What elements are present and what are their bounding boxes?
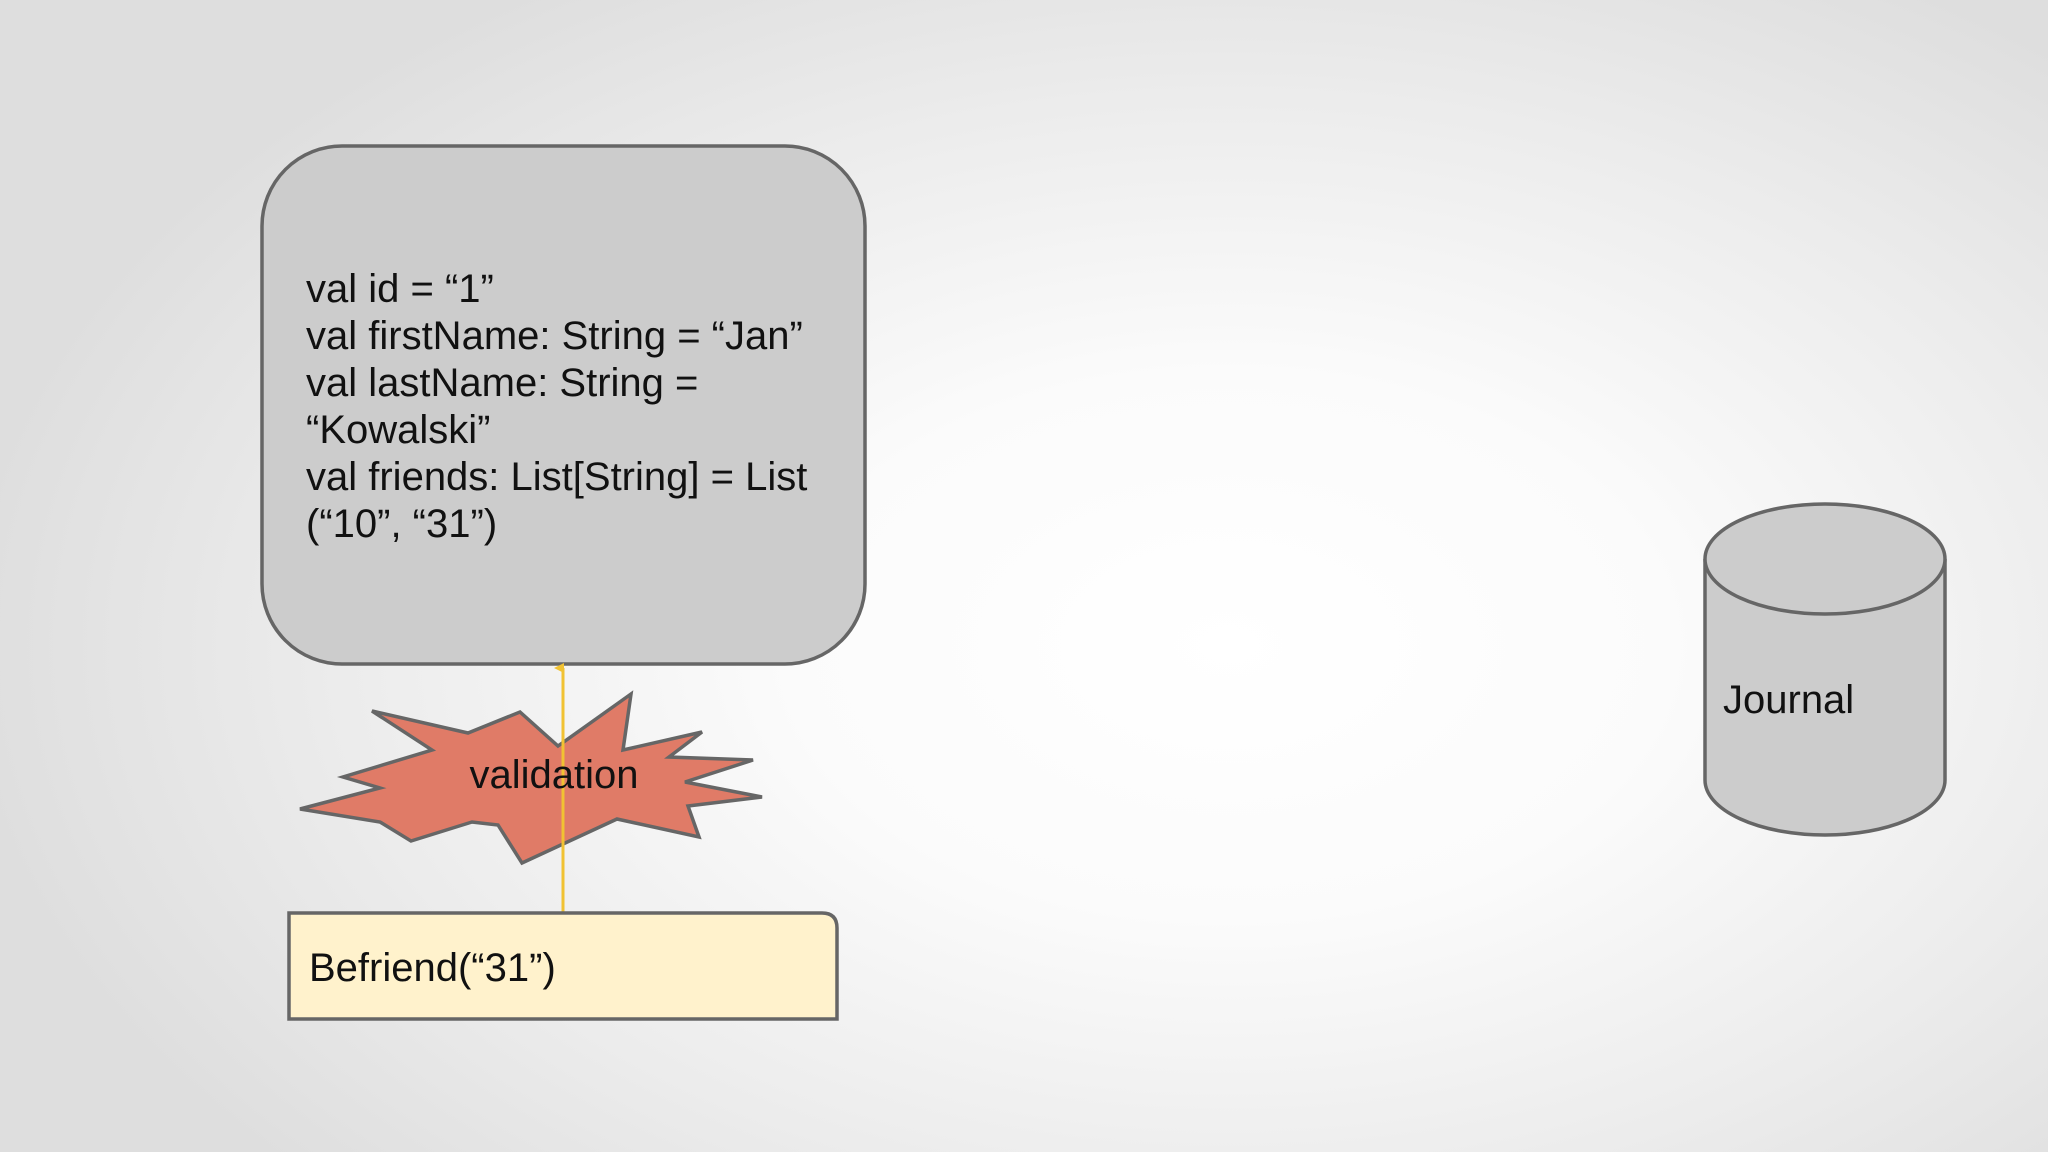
command-note-shape xyxy=(287,911,839,1021)
journal-cylinder-body xyxy=(1703,559,1947,837)
state-line-first-name: val firstName: String = “Jan” xyxy=(306,314,803,358)
journal-cylinder-top xyxy=(1703,502,1947,616)
state-box-shape xyxy=(260,144,867,666)
state-line-friends-value: (“10”, “31”) xyxy=(306,502,497,546)
state-line-friends: val friends: List[String] = List xyxy=(306,455,807,499)
journal-cylinder: Journal xyxy=(1703,502,1947,837)
validation-label: validation xyxy=(469,753,638,797)
journal-label: Journal xyxy=(1723,678,1854,722)
state-box: val id = “1” val firstName: String = “Ja… xyxy=(260,144,867,666)
validation-burst xyxy=(299,690,763,866)
state-line-id: val id = “1” xyxy=(306,267,494,311)
command-note: Befriend(“31”) xyxy=(287,911,839,1021)
state-line-last-name-value: “Kowalski” xyxy=(306,408,490,452)
validation-burst-shape xyxy=(299,690,763,866)
command-label: Befriend(“31”) xyxy=(309,946,556,990)
state-line-last-name: val lastName: String = xyxy=(306,361,698,405)
